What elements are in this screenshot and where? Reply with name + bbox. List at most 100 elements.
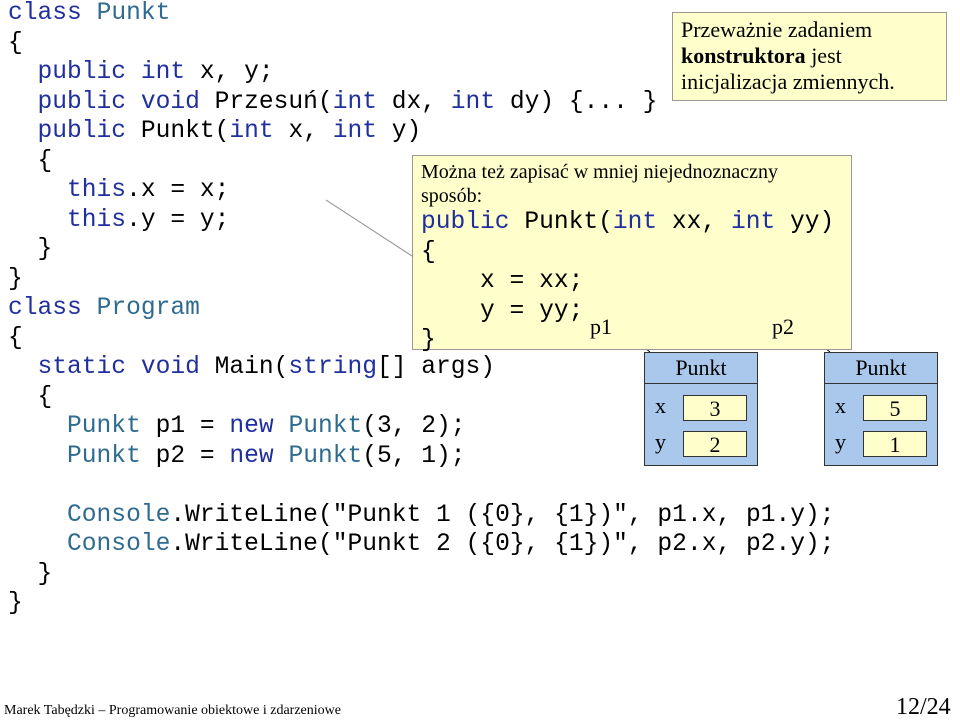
code-token: Punkt <box>96 0 171 27</box>
code-token: x, y; <box>199 59 274 86</box>
note2-code-token: xx, <box>671 209 731 236</box>
code-token: .WriteLine( <box>170 501 333 529</box>
note2-code-token: int <box>730 209 791 236</box>
code-token: { <box>8 383 53 411</box>
note-constructor-role: Przeważnie zadaniem konstruktora jest in… <box>672 12 947 101</box>
note2-code-token: public <box>421 209 525 236</box>
code-token: p2 = <box>155 442 230 470</box>
note1-bold: konstruktora <box>681 43 806 68</box>
code-token: string <box>288 354 377 381</box>
code-token: dy) {... } <box>509 88 658 116</box>
code-token: this <box>8 177 127 204</box>
code-line: } <box>8 265 835 295</box>
code-token: Program <box>96 295 200 322</box>
note2-code-token: Punkt( <box>524 209 613 236</box>
code-token: (5, 1); <box>362 442 466 470</box>
note2-code-token: } <box>421 327 436 354</box>
code-token: Przesuń( <box>214 88 333 116</box>
object-p2-x-value: 5 <box>863 395 927 421</box>
code-token: void <box>140 354 215 381</box>
object-p2-x-label: x <box>835 393 846 418</box>
note2-code-token: y = yy; <box>421 297 584 325</box>
note2-code-line: { <box>421 238 843 268</box>
note2-code-line: } <box>421 326 843 356</box>
code-line: class Program <box>8 294 835 324</box>
code-token: [] args) <box>376 354 496 381</box>
code-token: (3, 2); <box>362 413 466 440</box>
code-token: void <box>140 88 215 116</box>
object-p1-y-label: y <box>655 429 666 454</box>
page-number: 12/24 <box>896 694 951 720</box>
code-token: class <box>8 0 97 27</box>
code-token: , p2.x, p2.y); <box>627 531 835 558</box>
code-token: { <box>8 147 53 175</box>
code-token: Console <box>8 501 171 529</box>
code-line: { <box>8 383 835 413</box>
code-token: Console <box>8 531 171 558</box>
code-token: .y = y; <box>126 206 230 234</box>
code-token: } <box>8 236 53 263</box>
code-line: } <box>8 560 835 590</box>
code-line: { <box>8 324 835 354</box>
code-token: "Punkt 2 ({0}, {1})" <box>332 531 628 558</box>
code-line: } <box>8 589 835 619</box>
note2-code-token: yy) <box>790 209 835 236</box>
code-line: Punkt p1 = new Punkt(3, 2); <box>8 412 835 442</box>
code-token: Punkt <box>288 413 363 440</box>
code-token: public <box>8 88 141 116</box>
code-line: { <box>8 29 835 59</box>
code-token: int <box>450 88 510 116</box>
code-token: dx, <box>391 88 451 116</box>
object-p1-x-value: 3 <box>683 395 747 421</box>
ref-label-p1: p1 <box>590 314 612 339</box>
code-line: Punkt p2 = new Punkt(5, 1); <box>8 442 835 472</box>
note2-code-token: int <box>612 209 672 236</box>
code-line: static void Main(string[] args) <box>8 353 835 383</box>
note1-rest: jest <box>805 43 842 68</box>
code-token: y) <box>391 118 422 145</box>
code-line: public void Przesuń(int dx, int dy) {...… <box>8 88 835 118</box>
code-token: } <box>8 590 23 617</box>
code-token: int <box>140 59 200 86</box>
note2-text2: sposób: <box>421 185 483 207</box>
code-token: Punkt <box>8 442 156 470</box>
code-token: static <box>8 354 141 381</box>
code-token: "Punkt 1 ({0}, {1})" <box>332 501 628 529</box>
code-token: } <box>8 560 53 588</box>
code-token: public <box>8 118 141 145</box>
object-p1: Punkt x 3 y 2 <box>644 352 758 466</box>
note2-code: public Punkt(int xx, int yy){ x = xx; y … <box>421 208 843 356</box>
code-token: Punkt <box>8 413 156 440</box>
code-token: p1 = <box>155 413 230 440</box>
note2-code-token: x = xx; <box>421 268 584 295</box>
code-token: { <box>8 29 23 57</box>
object-p2: Punkt x 5 y 1 <box>824 352 938 466</box>
code-line: Console.WriteLine("Punkt 2 ({0}, {1})", … <box>8 530 835 560</box>
code-token: Main( <box>214 354 289 381</box>
code-token: this <box>8 206 127 234</box>
code-token: { <box>8 324 23 352</box>
code-token: } <box>8 265 23 293</box>
code-line: } <box>8 235 835 265</box>
code-token: Punkt( <box>140 118 230 145</box>
note2-code-token: { <box>421 238 436 266</box>
ref-label-p2: p2 <box>772 314 794 339</box>
object-p2-type: Punkt <box>825 353 937 384</box>
note1-line1: Przeważnie zadaniem <box>681 17 873 42</box>
note1-line3: inicjalizacja zmiennych. <box>681 69 895 94</box>
code-listing: class Punkt{ public int x, y; public voi… <box>8 0 835 619</box>
object-p2-y-value: 1 <box>863 431 927 457</box>
code-token: new <box>229 442 289 470</box>
code-token: int <box>332 118 392 145</box>
code-token: , p1.x, p1.y); <box>627 501 835 529</box>
code-token: int <box>332 88 392 116</box>
object-p1-x-label: x <box>655 393 666 418</box>
note2-text1: Można też zapisać w mniej niejednoznaczn… <box>421 161 779 183</box>
code-token: public <box>8 59 141 86</box>
code-token: Punkt <box>288 442 363 470</box>
code-line: public int x, y; <box>8 58 835 88</box>
code-line: { <box>8 147 835 177</box>
code-line: this.y = y; <box>8 206 835 236</box>
footer-author: Marek Tabędzki – Programowanie obiektowe… <box>4 703 341 718</box>
note2-code-line: public Punkt(int xx, int yy) <box>421 208 843 238</box>
